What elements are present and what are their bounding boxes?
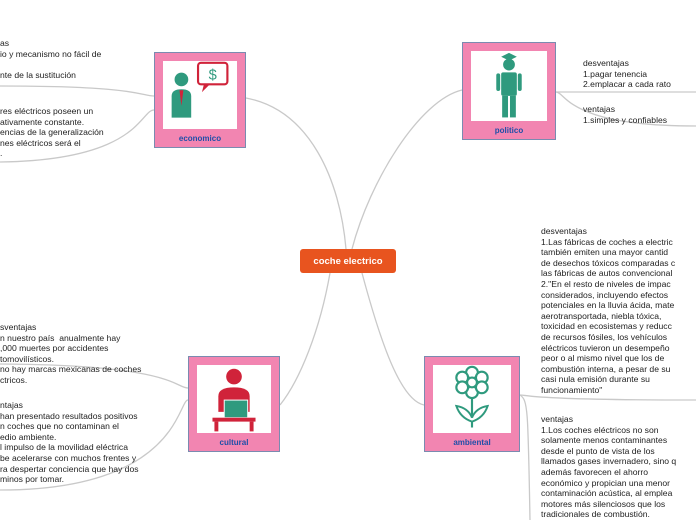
node-politico[interactable]: politico (462, 42, 556, 140)
politico-desventajas[interactable]: desventajas 1.pagar tenencia 2.emplacar … (583, 58, 671, 90)
economico-text-a[interactable]: as io y mecanismo no fácil de nte de la … (0, 38, 102, 80)
node-economico[interactable]: $ economico (154, 52, 246, 148)
node-cultural-caption: cultural (219, 438, 249, 447)
cultural-ventajas[interactable]: ntajas han presentado resultados positiv… (0, 400, 139, 485)
node-cultural[interactable]: cultural (188, 356, 280, 452)
svg-text:$: $ (209, 67, 217, 83)
businessman-money-icon: $ (171, 61, 229, 118)
flower-icon (454, 365, 490, 428)
node-politico-caption: politico (494, 126, 524, 135)
person-computer-icon (212, 368, 256, 432)
node-ambiental-caption: ambiental (453, 438, 491, 447)
central-topic[interactable]: coche electrico (300, 249, 396, 273)
ambiental-desventajas[interactable]: desventajas 1.Las fábricas de coches a e… (541, 226, 676, 395)
node-ambiental[interactable]: ambiental (424, 356, 520, 452)
ambiental-ventajas[interactable]: ventajas 1.Los coches eléctricos no son … (541, 414, 677, 520)
node-economico-caption: economico (178, 134, 222, 143)
cultural-desventajas[interactable]: sventajas n nuestro país anualmente hay … (0, 322, 142, 385)
politico-ventajas[interactable]: ventajas 1.simples y confiables (583, 104, 668, 125)
politician-icon (496, 52, 522, 118)
economico-text-b[interactable]: res eléctricos poseen un ativamente cons… (0, 106, 104, 159)
